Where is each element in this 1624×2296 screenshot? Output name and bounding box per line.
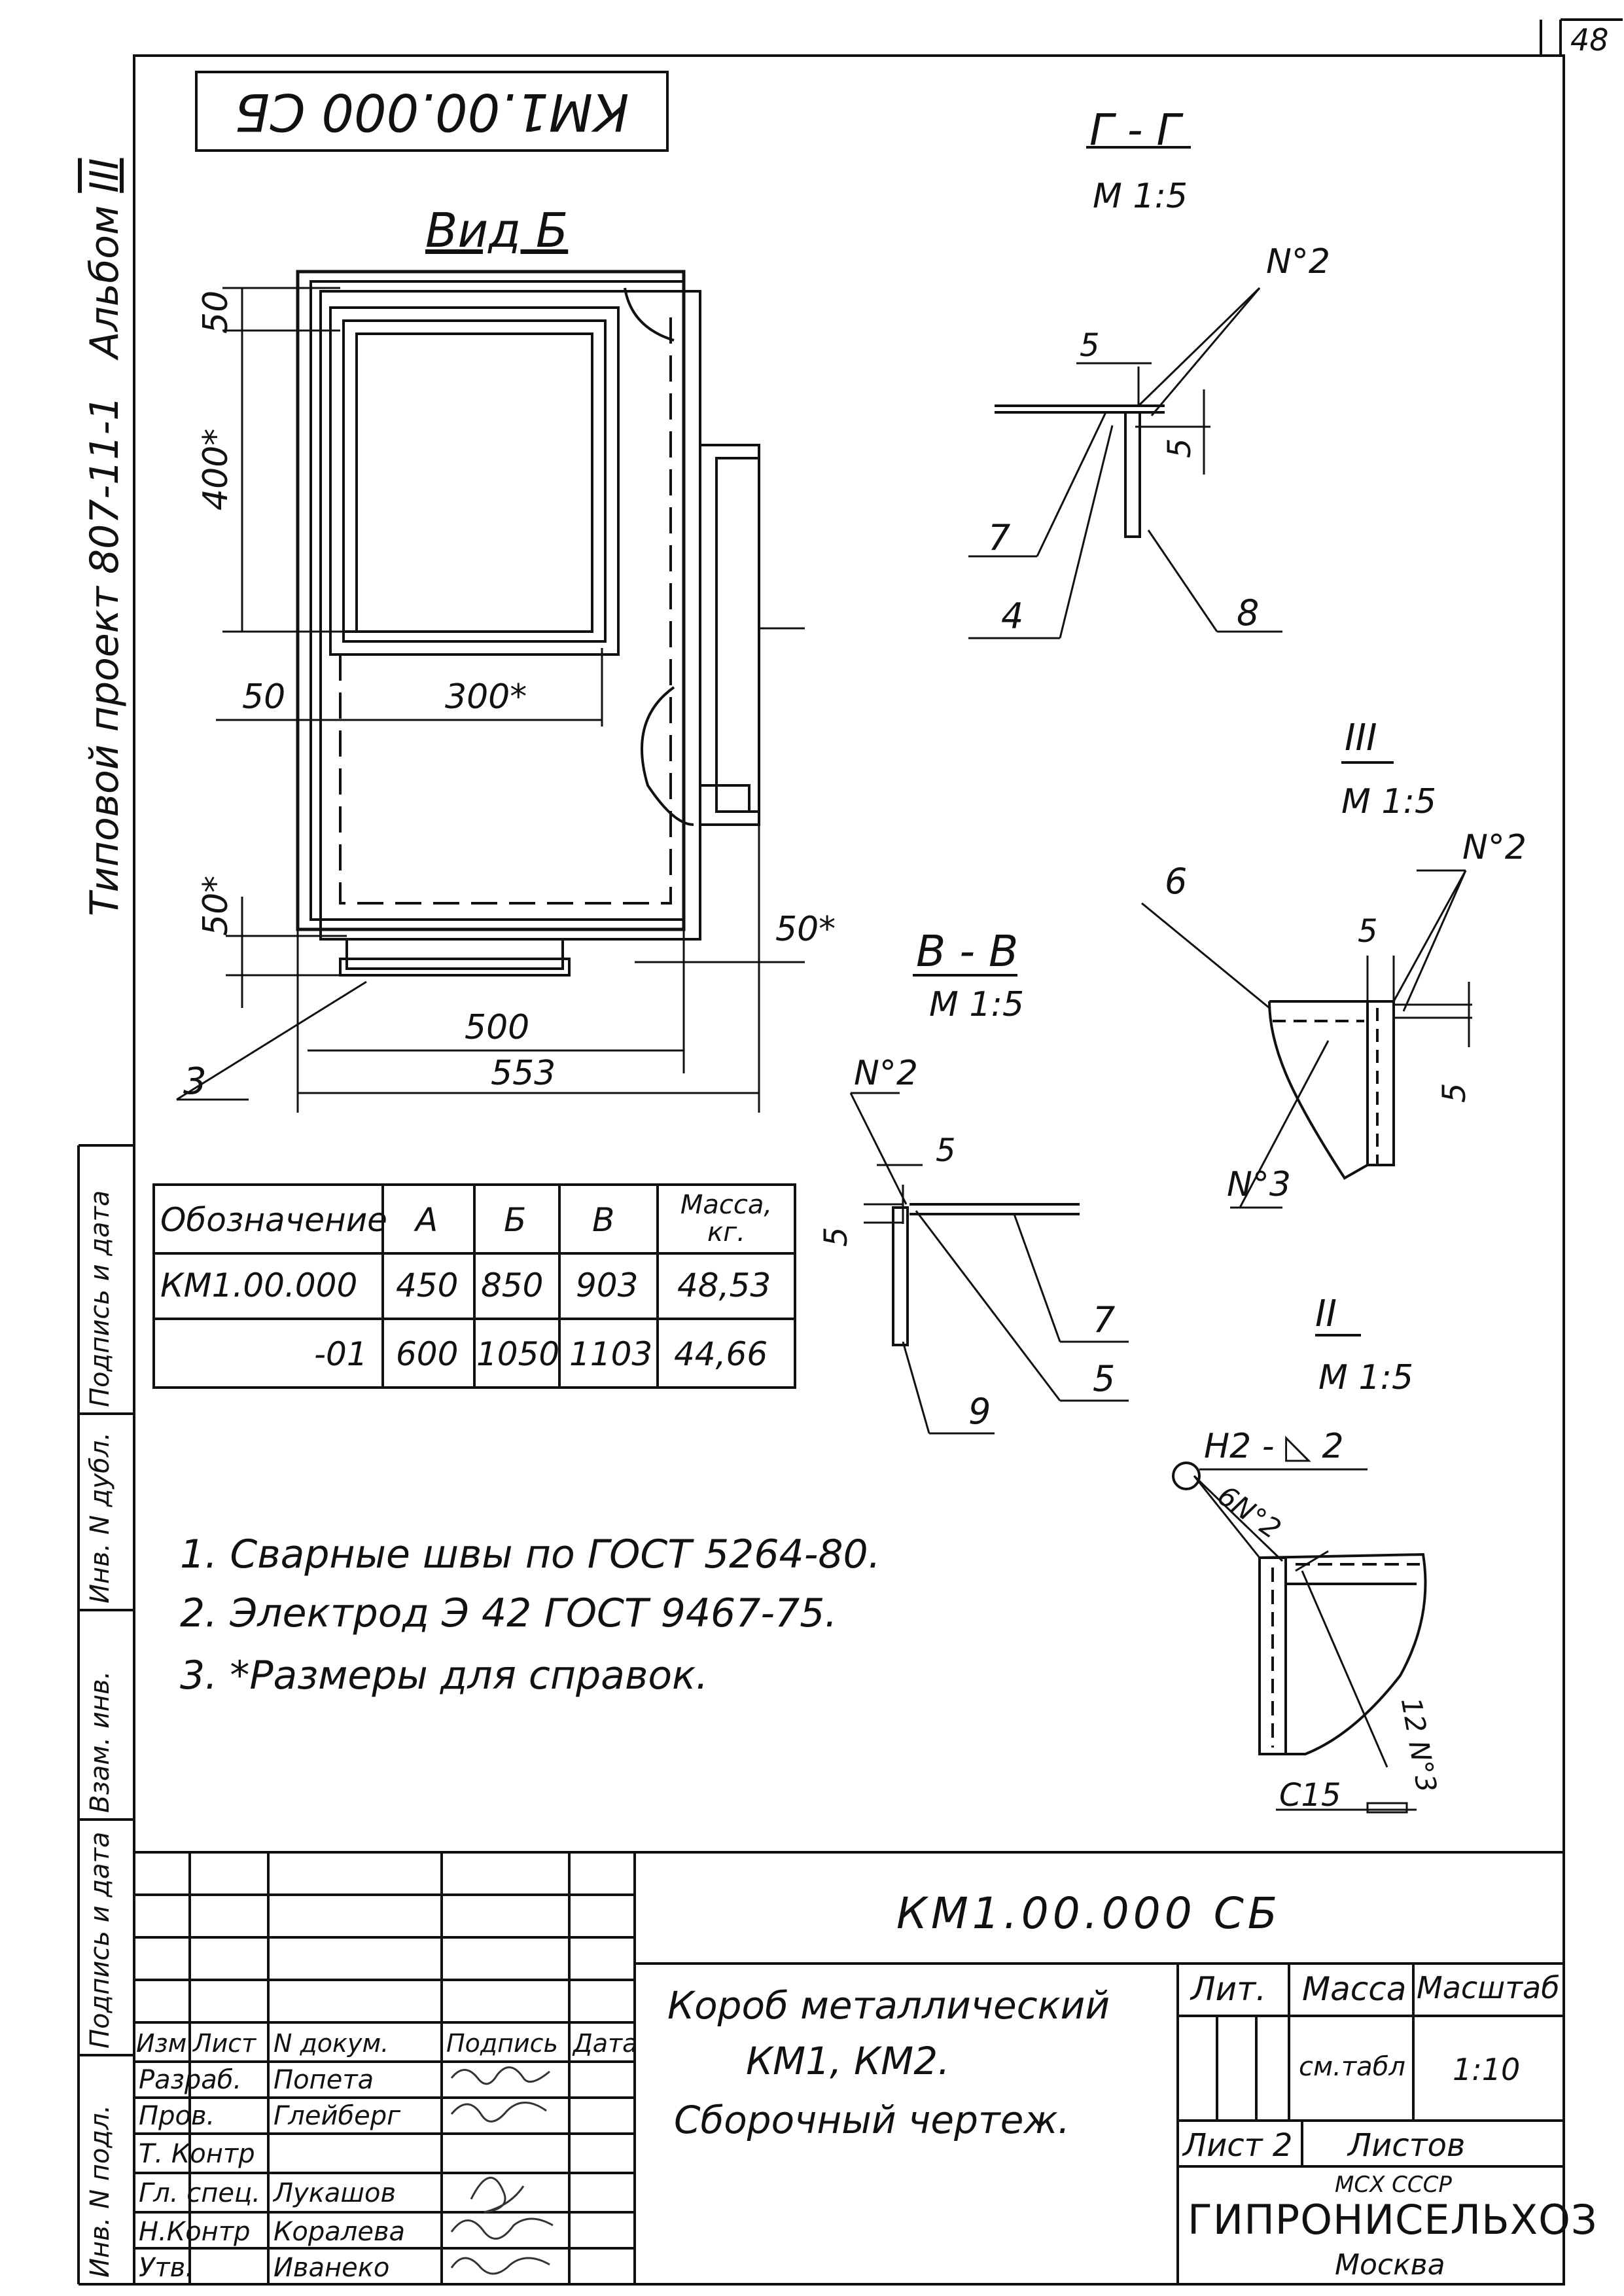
role-utv: Утв.: [139, 2253, 194, 2283]
tb-sheets: Листов: [1348, 2127, 1466, 2164]
role-nkontr: Н.Контр: [139, 2217, 251, 2247]
section-gg-scale: М 1:5: [1093, 177, 1188, 216]
name-glspec: Лукашов: [274, 2178, 397, 2208]
weld-symbol: [1172, 1462, 1201, 1490]
section-gg-n2: N°2: [1266, 242, 1330, 281]
table-header-a: А: [415, 1201, 438, 1239]
detail-iii-p6: 6: [1165, 861, 1188, 902]
role-prov: Пров.: [139, 2101, 215, 2131]
note-1: 1. Сварные швы по ГОСТ 5264-80.: [180, 1532, 881, 1577]
tb-lit: Лит.: [1191, 1970, 1267, 2008]
title-name-3: Сборочный чертеж.: [674, 2098, 1070, 2142]
detail-ii-c15: С15: [1279, 1777, 1341, 1814]
detail-iii-title: III: [1345, 717, 1377, 759]
col-izm: Изм: [136, 2029, 187, 2058]
table-header-b: Б: [504, 1201, 527, 1239]
col-sign: Подпись: [446, 2029, 558, 2058]
role-tkontr: Т. Контр: [139, 2139, 255, 2169]
sheet-frame: [133, 54, 1565, 2286]
note-3: 3. *Размеры для справок.: [180, 1653, 709, 1698]
section-vv-title: В - В: [916, 926, 1019, 977]
col-date: Дата: [573, 2029, 638, 2058]
dim-500: 500: [465, 1008, 530, 1047]
section-vv-scale: М 1:5: [929, 985, 1025, 1024]
table-row-2-mass: 44,66: [674, 1335, 768, 1373]
section-vv-p7: 7: [1093, 1299, 1116, 1340]
designation-box: [195, 71, 669, 152]
tb-city: Москва: [1335, 2248, 1445, 2282]
callout-3: 3: [183, 1060, 207, 1103]
dim-553: 553: [491, 1054, 556, 1093]
section-vv-p9: 9: [968, 1391, 991, 1432]
tb-sheet: Лист 2: [1183, 2127, 1293, 2164]
col-list: Лист: [193, 2029, 256, 2058]
detail-ii-weld: Н2 - ◺ 2: [1204, 1427, 1344, 1466]
detail-ii-title: II: [1315, 1293, 1337, 1335]
tb-org-top: МСХ СССР: [1335, 2172, 1452, 2198]
detail-iii-n3: N°3: [1227, 1165, 1291, 1204]
dim-300: 300*: [445, 677, 527, 717]
col-doc: N докум.: [274, 2029, 389, 2058]
detail-iii-5a: 5: [1358, 913, 1378, 950]
table-row-1-designation: КМ1.00.000: [160, 1266, 358, 1304]
table-row-2-a: 600: [396, 1335, 459, 1373]
note-2: 2. Электрод Э 42 ГОСТ 9467-75.: [180, 1590, 838, 1636]
role-glspec: Гл. спец.: [139, 2178, 260, 2208]
role-razrab: Разраб.: [139, 2065, 242, 2095]
table-row-2-designation: -01: [314, 1335, 368, 1373]
view-b-title: Вид Б: [425, 203, 569, 258]
table-header-designation: Обозначение: [160, 1201, 387, 1239]
name-utv: Иванеко: [274, 2253, 390, 2283]
section-gg-p7: 7: [988, 517, 1011, 558]
table-row-1-a: 450: [396, 1266, 459, 1304]
table-row-1-mass: 48,53: [677, 1266, 771, 1304]
section-vv-5a: 5: [936, 1132, 956, 1169]
table-header-v: В: [592, 1201, 615, 1239]
name-prov: Глейберг: [274, 2101, 401, 2131]
table-row-1-v: 903: [576, 1266, 639, 1304]
name-razrab: Попета: [274, 2065, 374, 2095]
table-header-mass: Масса, кг.: [680, 1190, 773, 1247]
title-block-code: КМ1.00.000 СБ: [896, 1888, 1282, 1939]
dim-50-left: 50: [242, 677, 286, 717]
table-row-2-v: 1103: [569, 1335, 653, 1373]
page-number: 48: [1570, 22, 1609, 58]
dim-50-right: 50*: [775, 910, 836, 949]
table-row-2-b: 1050: [476, 1335, 560, 1373]
detail-iii-scale: М 1:5: [1341, 782, 1437, 821]
detail-iii-n2: N°2: [1462, 828, 1527, 867]
section-gg-p4: 4: [1001, 596, 1024, 637]
section-gg-p8: 8: [1237, 592, 1260, 634]
title-name-1: Короб металлический: [667, 1983, 1110, 2028]
tb-mass-val: см.табл: [1299, 2052, 1405, 2082]
section-vv-p5: 5: [1093, 1358, 1116, 1399]
section-vv-n2: N°2: [854, 1054, 918, 1093]
detail-ii-scale: М 1:5: [1318, 1358, 1414, 1397]
section-gg-title: Г - Г: [1089, 105, 1181, 155]
tb-mass: Масса: [1302, 1970, 1407, 2008]
section-gg-5a: 5: [1080, 327, 1100, 364]
title-name-2: КМ1, КМ2.: [746, 2039, 950, 2083]
table-row-1-b: 850: [481, 1266, 544, 1304]
tb-scale-val: 1:10: [1453, 2052, 1521, 2087]
tb-scale: Масштаб: [1417, 1970, 1560, 2005]
name-nkontr: Коралева: [274, 2217, 406, 2247]
tb-org: ГИПРОНИСЕЛЬХОЗ: [1188, 2196, 1598, 2244]
